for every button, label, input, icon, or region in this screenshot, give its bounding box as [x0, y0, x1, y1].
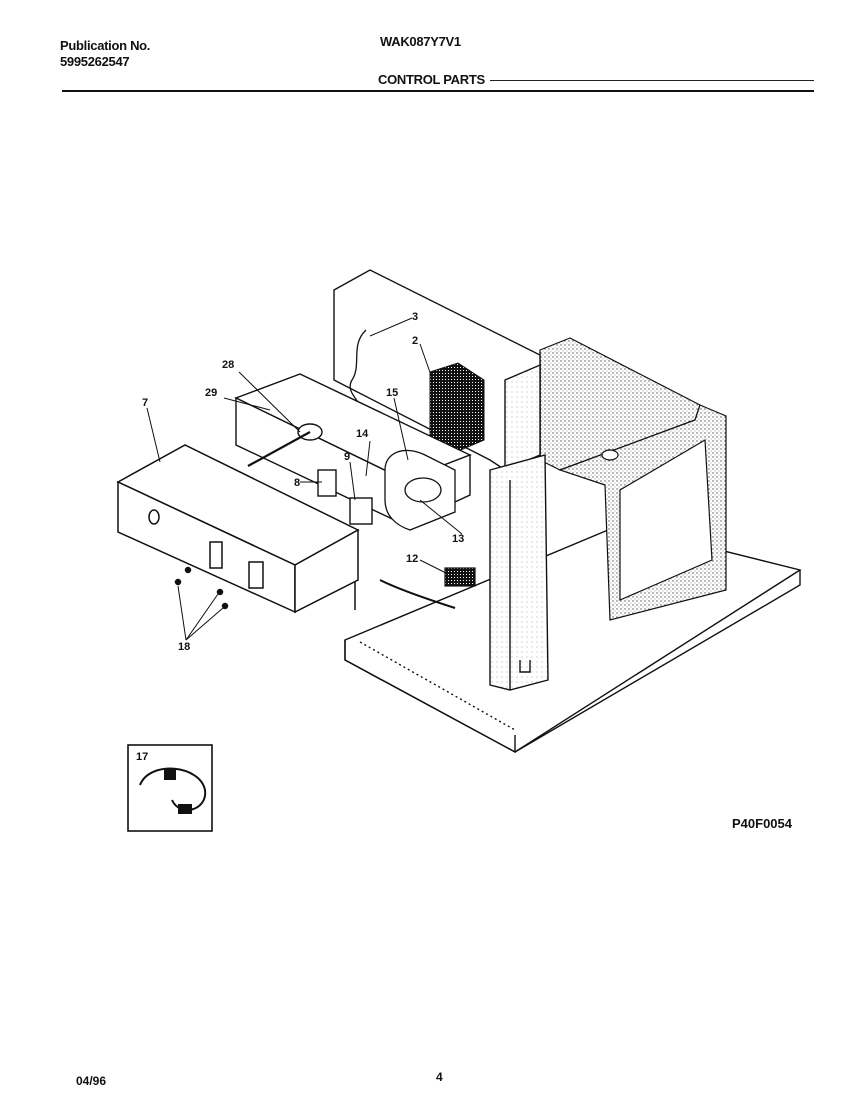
thermostat-part — [349, 497, 373, 525]
callout-28: 28 — [222, 359, 234, 371]
callout-13: 13 — [452, 533, 464, 545]
grille-part — [429, 362, 485, 453]
callout-2: 2 — [412, 335, 418, 347]
page-number: 4 — [436, 1070, 443, 1084]
callout-14: 14 — [356, 428, 369, 440]
publication-number: 5995262547 — [60, 54, 130, 69]
model-number: WAK087Y7V1 — [380, 34, 461, 49]
header-rule-short — [490, 80, 814, 81]
switch-part — [317, 469, 337, 497]
callout-3: 3 — [412, 311, 418, 323]
callout-18: 18 — [178, 641, 190, 653]
header-rule — [62, 90, 814, 92]
side-panel — [539, 337, 727, 621]
callout-29: 29 — [205, 387, 217, 399]
screws-part — [174, 566, 229, 641]
power-cord-inset — [127, 744, 213, 832]
control-cover — [116, 444, 360, 614]
leader-lines — [146, 317, 463, 575]
callout-12: 12 — [406, 553, 418, 565]
callout-17: 17 — [136, 751, 148, 763]
callout-7: 7 — [142, 397, 148, 409]
capacitor-part — [384, 449, 456, 531]
callout-8: 8 — [294, 477, 300, 489]
revision-date: 04/96 — [76, 1074, 107, 1088]
wire-part — [349, 329, 367, 406]
heater-part — [379, 567, 476, 609]
section-title: CONTROL PARTS — [378, 72, 485, 87]
publication-label: Publication No. — [60, 38, 151, 53]
callout-15: 15 — [386, 387, 398, 399]
drawing-code: P40F0054 — [732, 816, 792, 831]
callout-9: 9 — [344, 451, 350, 463]
